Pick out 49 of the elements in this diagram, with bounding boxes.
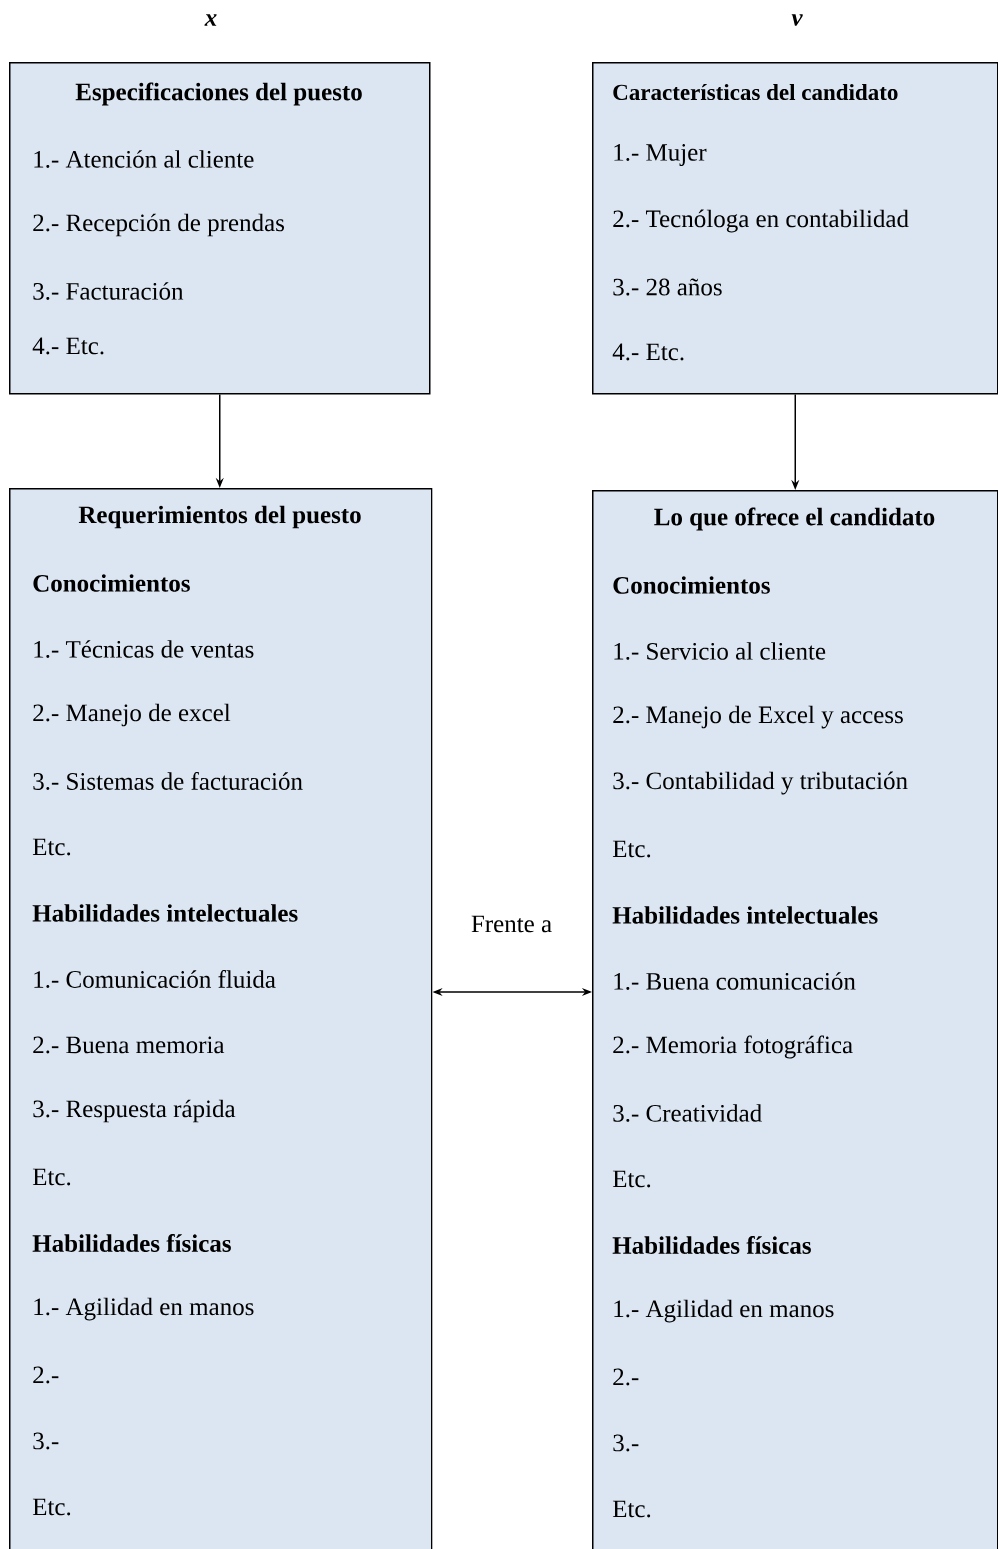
list-item: Etc. [32, 838, 71, 856]
list-item: 1.- Mujer [614, 144, 707, 166]
box-heading: Requerimientos del puesto [78, 505, 361, 529]
list-item: Etc. [32, 1168, 71, 1186]
list-item: 1.- Agilidad en manos [34, 1297, 254, 1321]
list-item: 1.- Servicio al cliente [614, 642, 826, 660]
box-heading: Lo que ofrece el candidato [654, 507, 935, 531]
specification-box [9, 488, 433, 1549]
list-item: 3.- [33, 1432, 59, 1450]
section-heading: Habilidades físicas [612, 1236, 811, 1254]
list-item: Etc. [612, 1170, 651, 1188]
list-item: 2.- Manejo de Excel y access [613, 705, 903, 729]
variable-label: x [204, 14, 217, 26]
list-item: 3.- Sistemas de facturación [33, 772, 303, 790]
list-item: 1.- Agilidad en manos [614, 1299, 834, 1323]
box-heading: Especificaciones del puesto [75, 82, 362, 106]
box-heading: Características del candidato [613, 83, 898, 101]
list-item: 1.- Buena comunicación [614, 972, 856, 990]
list-item: 3.- Respuesta rápida [33, 1099, 236, 1123]
section-heading: Conocimientos [613, 576, 770, 594]
list-item: Etc. [612, 840, 651, 858]
list-item: 2.- [33, 1366, 59, 1384]
list-item: 2.- Recepción de prendas [33, 213, 284, 237]
list-item: 3.- Contabilidad y tributación [613, 771, 908, 795]
list-item: 3.- [613, 1434, 639, 1452]
list-item: Etc. [32, 1498, 71, 1516]
specification-box [9, 62, 431, 395]
list-item: 1.- Atención al cliente [34, 150, 254, 168]
specification-box [592, 490, 998, 1549]
section-heading: Habilidades intelectuales [612, 906, 878, 924]
variable-label: v [791, 14, 803, 26]
list-item: 2.- Memoria fotográfica [613, 1035, 853, 1059]
list-item: 2.- Tecnóloga en contabilidad [613, 209, 909, 233]
list-item: 2.- [613, 1368, 639, 1386]
edge-label: Frente a [471, 915, 552, 933]
list-item: 1.- Técnicas de ventas [34, 640, 254, 658]
list-item: 1.- Comunicación fluida [34, 970, 276, 988]
list-item: 3.- Creatividad [613, 1104, 762, 1122]
section-heading: Habilidades intelectuales [32, 904, 298, 922]
list-item: 3.- 28 años [613, 278, 722, 296]
list-item: 3.- Facturación [33, 282, 184, 300]
list-item: 2.- Manejo de excel [33, 703, 231, 727]
section-heading: Habilidades físicas [32, 1234, 231, 1252]
list-item: 4.- Etc. [32, 337, 104, 355]
section-heading: Conocimientos [33, 574, 190, 592]
list-item: Etc. [612, 1500, 651, 1518]
list-item: 4.- Etc. [612, 343, 684, 361]
list-item: 2.- Buena memoria [33, 1036, 225, 1054]
specification-box [592, 62, 998, 395]
